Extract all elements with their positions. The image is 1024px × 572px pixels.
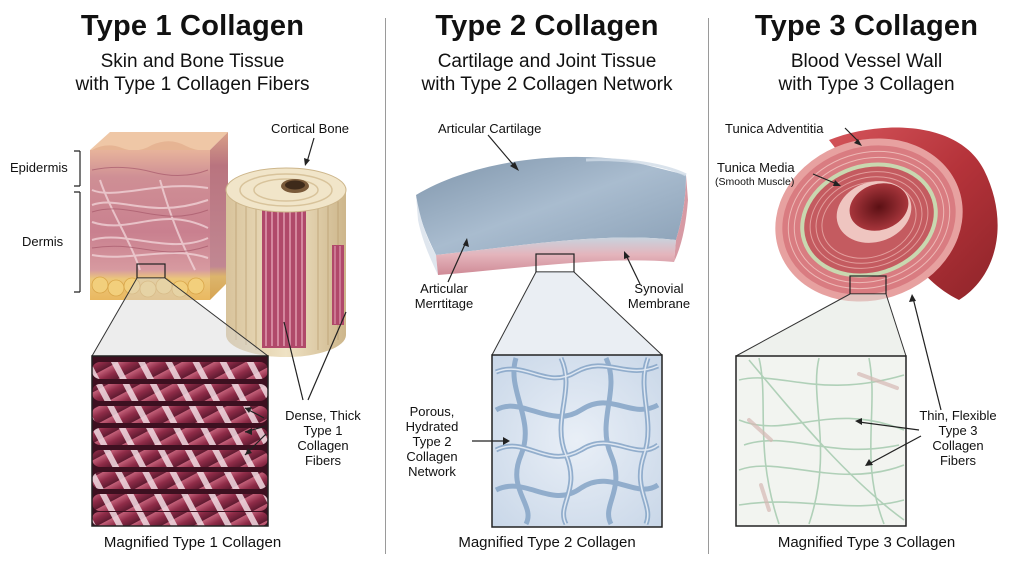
- blood-vessel-illustration: [709, 0, 1024, 572]
- label-line: Fibers: [903, 453, 1013, 468]
- dense-fibers-label: Dense, Thick Type 1 Collagen Fibers: [268, 408, 378, 468]
- epidermis-label: Epidermis: [10, 160, 68, 175]
- panel-caption: Magnified Type 2 Collagen: [386, 534, 708, 551]
- collagen-network-label: Porous, Hydrated Type 2 Collagen Network: [392, 404, 472, 479]
- label-line: Membrane: [618, 296, 700, 311]
- label-line: Collagen: [392, 449, 472, 464]
- synovial-membrane-label: Synovial Membrane: [618, 281, 700, 311]
- cortical-bone-label: Cortical Bone: [271, 121, 349, 136]
- label-line: Type 3: [903, 423, 1013, 438]
- label-line: Network: [392, 464, 472, 479]
- label-line: Merrtitage: [394, 296, 494, 311]
- articular-merrtitage-label: Articular Merrtitage: [394, 281, 494, 311]
- dermis-label: Dermis: [22, 234, 63, 249]
- articular-cartilage-label: Articular Cartilage: [438, 121, 541, 136]
- type2-collagen-panel: Type 2 Collagen Cartilage and Joint Tiss…: [386, 0, 708, 572]
- label-line: Type 2: [392, 434, 472, 449]
- type3-collagen-panel: Type 3 Collagen Blood Vessel Wall with T…: [709, 0, 1024, 572]
- label-line: Fibers: [268, 453, 378, 468]
- thin-fibers-label: Thin, Flexible Type 3 Collagen Fibers: [903, 408, 1013, 468]
- panel-caption: Magnified Type 3 Collagen: [709, 534, 1024, 551]
- label-line: Collagen: [903, 438, 1013, 453]
- label-line: Dense, Thick: [268, 408, 378, 423]
- label-line: Hydrated: [392, 419, 472, 434]
- tunica-media-label: Tunica Media: [717, 160, 795, 175]
- label-line: Porous,: [392, 404, 472, 419]
- label-line: Articular: [394, 281, 494, 296]
- label-line: Synovial: [618, 281, 700, 296]
- tunica-adventitia-label: Tunica Adventitia: [725, 121, 824, 136]
- skin-bone-illustration: [0, 0, 385, 572]
- label-line: Thin, Flexible: [903, 408, 1013, 423]
- type1-collagen-panel: Type 1 Collagen Skin and Bone Tissue wit…: [0, 0, 385, 572]
- label-line: Collagen: [268, 438, 378, 453]
- smooth-muscle-label: (Smooth Muscle): [715, 176, 794, 188]
- label-line: Type 1: [268, 423, 378, 438]
- panel-caption: Magnified Type 1 Collagen: [0, 534, 385, 551]
